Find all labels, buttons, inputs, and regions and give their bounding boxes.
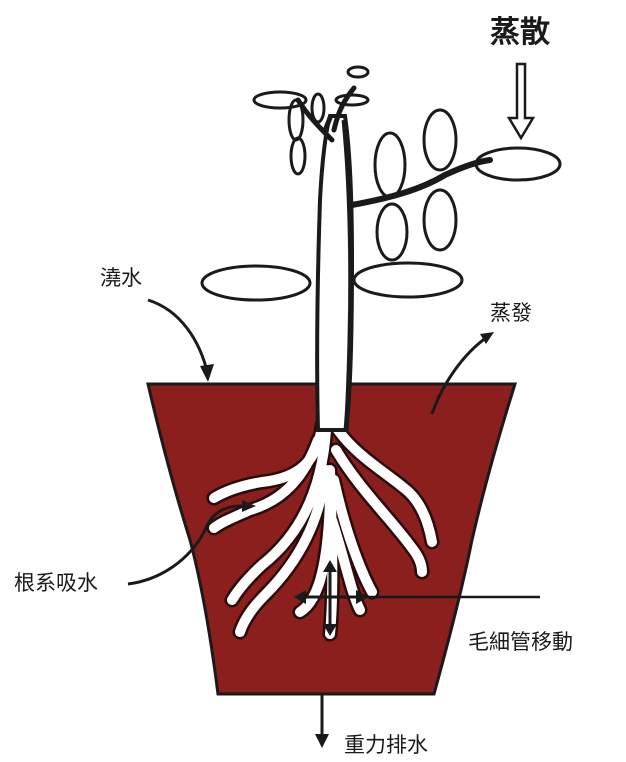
plant-branch bbox=[352, 160, 490, 205]
watering-arrow bbox=[148, 300, 208, 375]
gravity-drainage-arrowhead bbox=[315, 734, 329, 748]
leaves bbox=[202, 67, 560, 300]
label-capillary-movement: 毛細管移動 bbox=[468, 632, 573, 653]
label-watering: 澆水 bbox=[100, 268, 142, 289]
watering-arrowhead bbox=[200, 364, 214, 382]
label-gravity-drainage: 重力排水 bbox=[344, 735, 428, 756]
label-evaporation: 蒸發 bbox=[490, 303, 532, 324]
label-transpiration: 蒸散 bbox=[490, 18, 550, 48]
label-root-absorption: 根系吸水 bbox=[14, 573, 98, 594]
transpiration-arrow bbox=[509, 64, 533, 138]
